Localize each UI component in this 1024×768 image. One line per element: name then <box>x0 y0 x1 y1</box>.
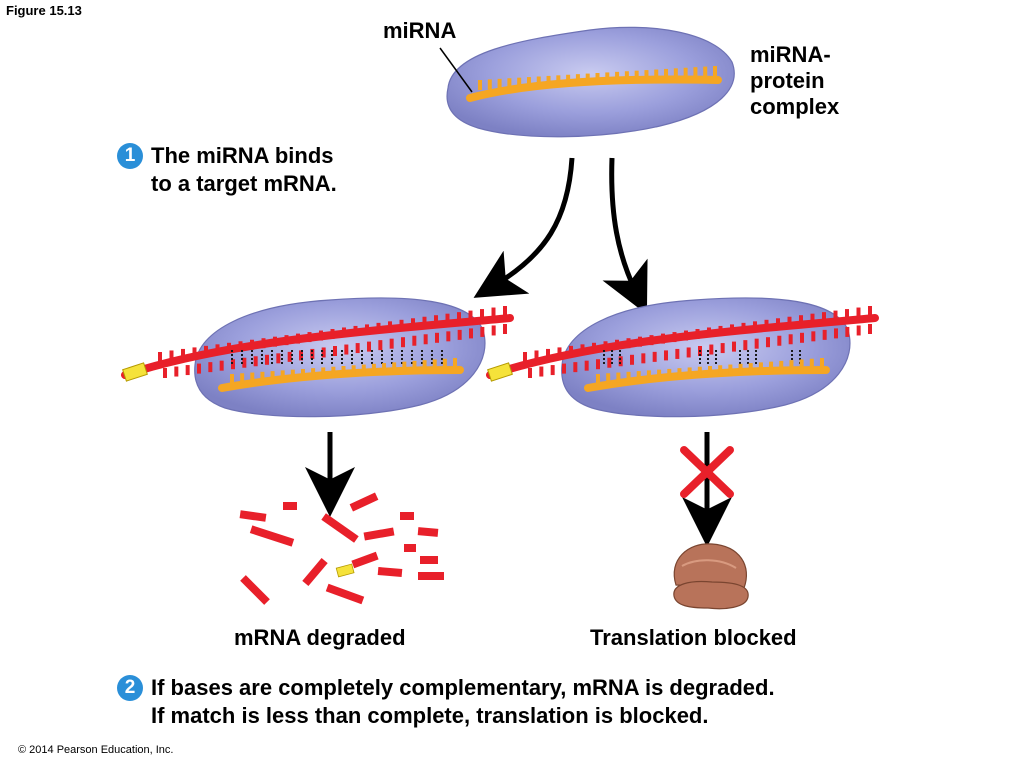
mirna-strand-right <box>584 358 830 392</box>
mrna-strand-right <box>486 306 879 382</box>
mrna-fragment <box>418 572 444 580</box>
mrna-fragments <box>239 492 444 605</box>
blocked-label: Translation blocked <box>590 625 797 650</box>
step-number-badge: 1 <box>117 143 143 169</box>
block-x-icon <box>680 446 734 498</box>
step-1: 1 The miRNA binds to a target mRNA. <box>117 142 337 198</box>
mrna-fragment <box>351 551 379 569</box>
step-text-line: If bases are completely complementary, m… <box>151 675 775 700</box>
mrna-fragment <box>417 527 439 537</box>
arrow-to-right-complex <box>602 157 648 315</box>
degraded-label: mRNA degraded <box>234 625 406 650</box>
mrna-fragment <box>349 492 379 512</box>
copyright: © 2014 Pearson Education, Inc. <box>18 744 174 756</box>
ribosome-icon <box>673 543 749 610</box>
mrna-fragment-cap <box>335 563 355 578</box>
mrna-fragment <box>240 575 270 605</box>
complex-complete-match <box>121 297 514 418</box>
protein-blob-right <box>561 297 851 418</box>
mirna-label: miRNA <box>383 18 457 43</box>
mrna-cap-left <box>122 362 148 382</box>
step-text: If bases are completely complementary, m… <box>151 674 775 730</box>
mrna-fragment <box>321 513 359 543</box>
complex-label: miRNA- protein complex <box>750 42 839 120</box>
mrna-fragment <box>249 525 295 547</box>
mrna-fragment <box>325 583 365 605</box>
arrow-to-left-complex <box>473 157 575 298</box>
mrna-fragment <box>302 557 328 587</box>
step-text-line: to a target mRNA. <box>151 171 337 196</box>
mrna-fragment <box>400 512 414 520</box>
mrna-fragment <box>363 527 395 541</box>
step-text: The miRNA binds to a target mRNA. <box>151 142 337 198</box>
complex-label-line: miRNA- <box>750 42 831 67</box>
mirna-protein-complex <box>439 26 735 138</box>
step-number-badge: 2 <box>117 675 143 701</box>
mrna-fragment <box>377 566 403 578</box>
complex-partial-match <box>486 297 879 418</box>
step-text-line: The miRNA binds <box>151 143 334 168</box>
protein-blob-left <box>194 297 486 418</box>
mrna-cap-right <box>487 362 513 382</box>
step-2: 2 If bases are completely complementary,… <box>117 674 775 730</box>
complex-label-line: complex <box>750 94 840 119</box>
mirna-strand-top <box>466 66 722 102</box>
mirna-strand-left <box>218 358 464 392</box>
mirna-pointer-line <box>439 47 473 93</box>
mrna-fragment <box>404 544 416 552</box>
mrna-fragment <box>239 510 267 522</box>
mrna-fragment <box>283 502 297 510</box>
mrna-fragment <box>420 556 438 564</box>
complex-label-line: protein <box>750 68 825 93</box>
step-text-line: If match is less than complete, translat… <box>151 703 709 728</box>
figure-label: Figure 15.13 <box>6 3 82 18</box>
